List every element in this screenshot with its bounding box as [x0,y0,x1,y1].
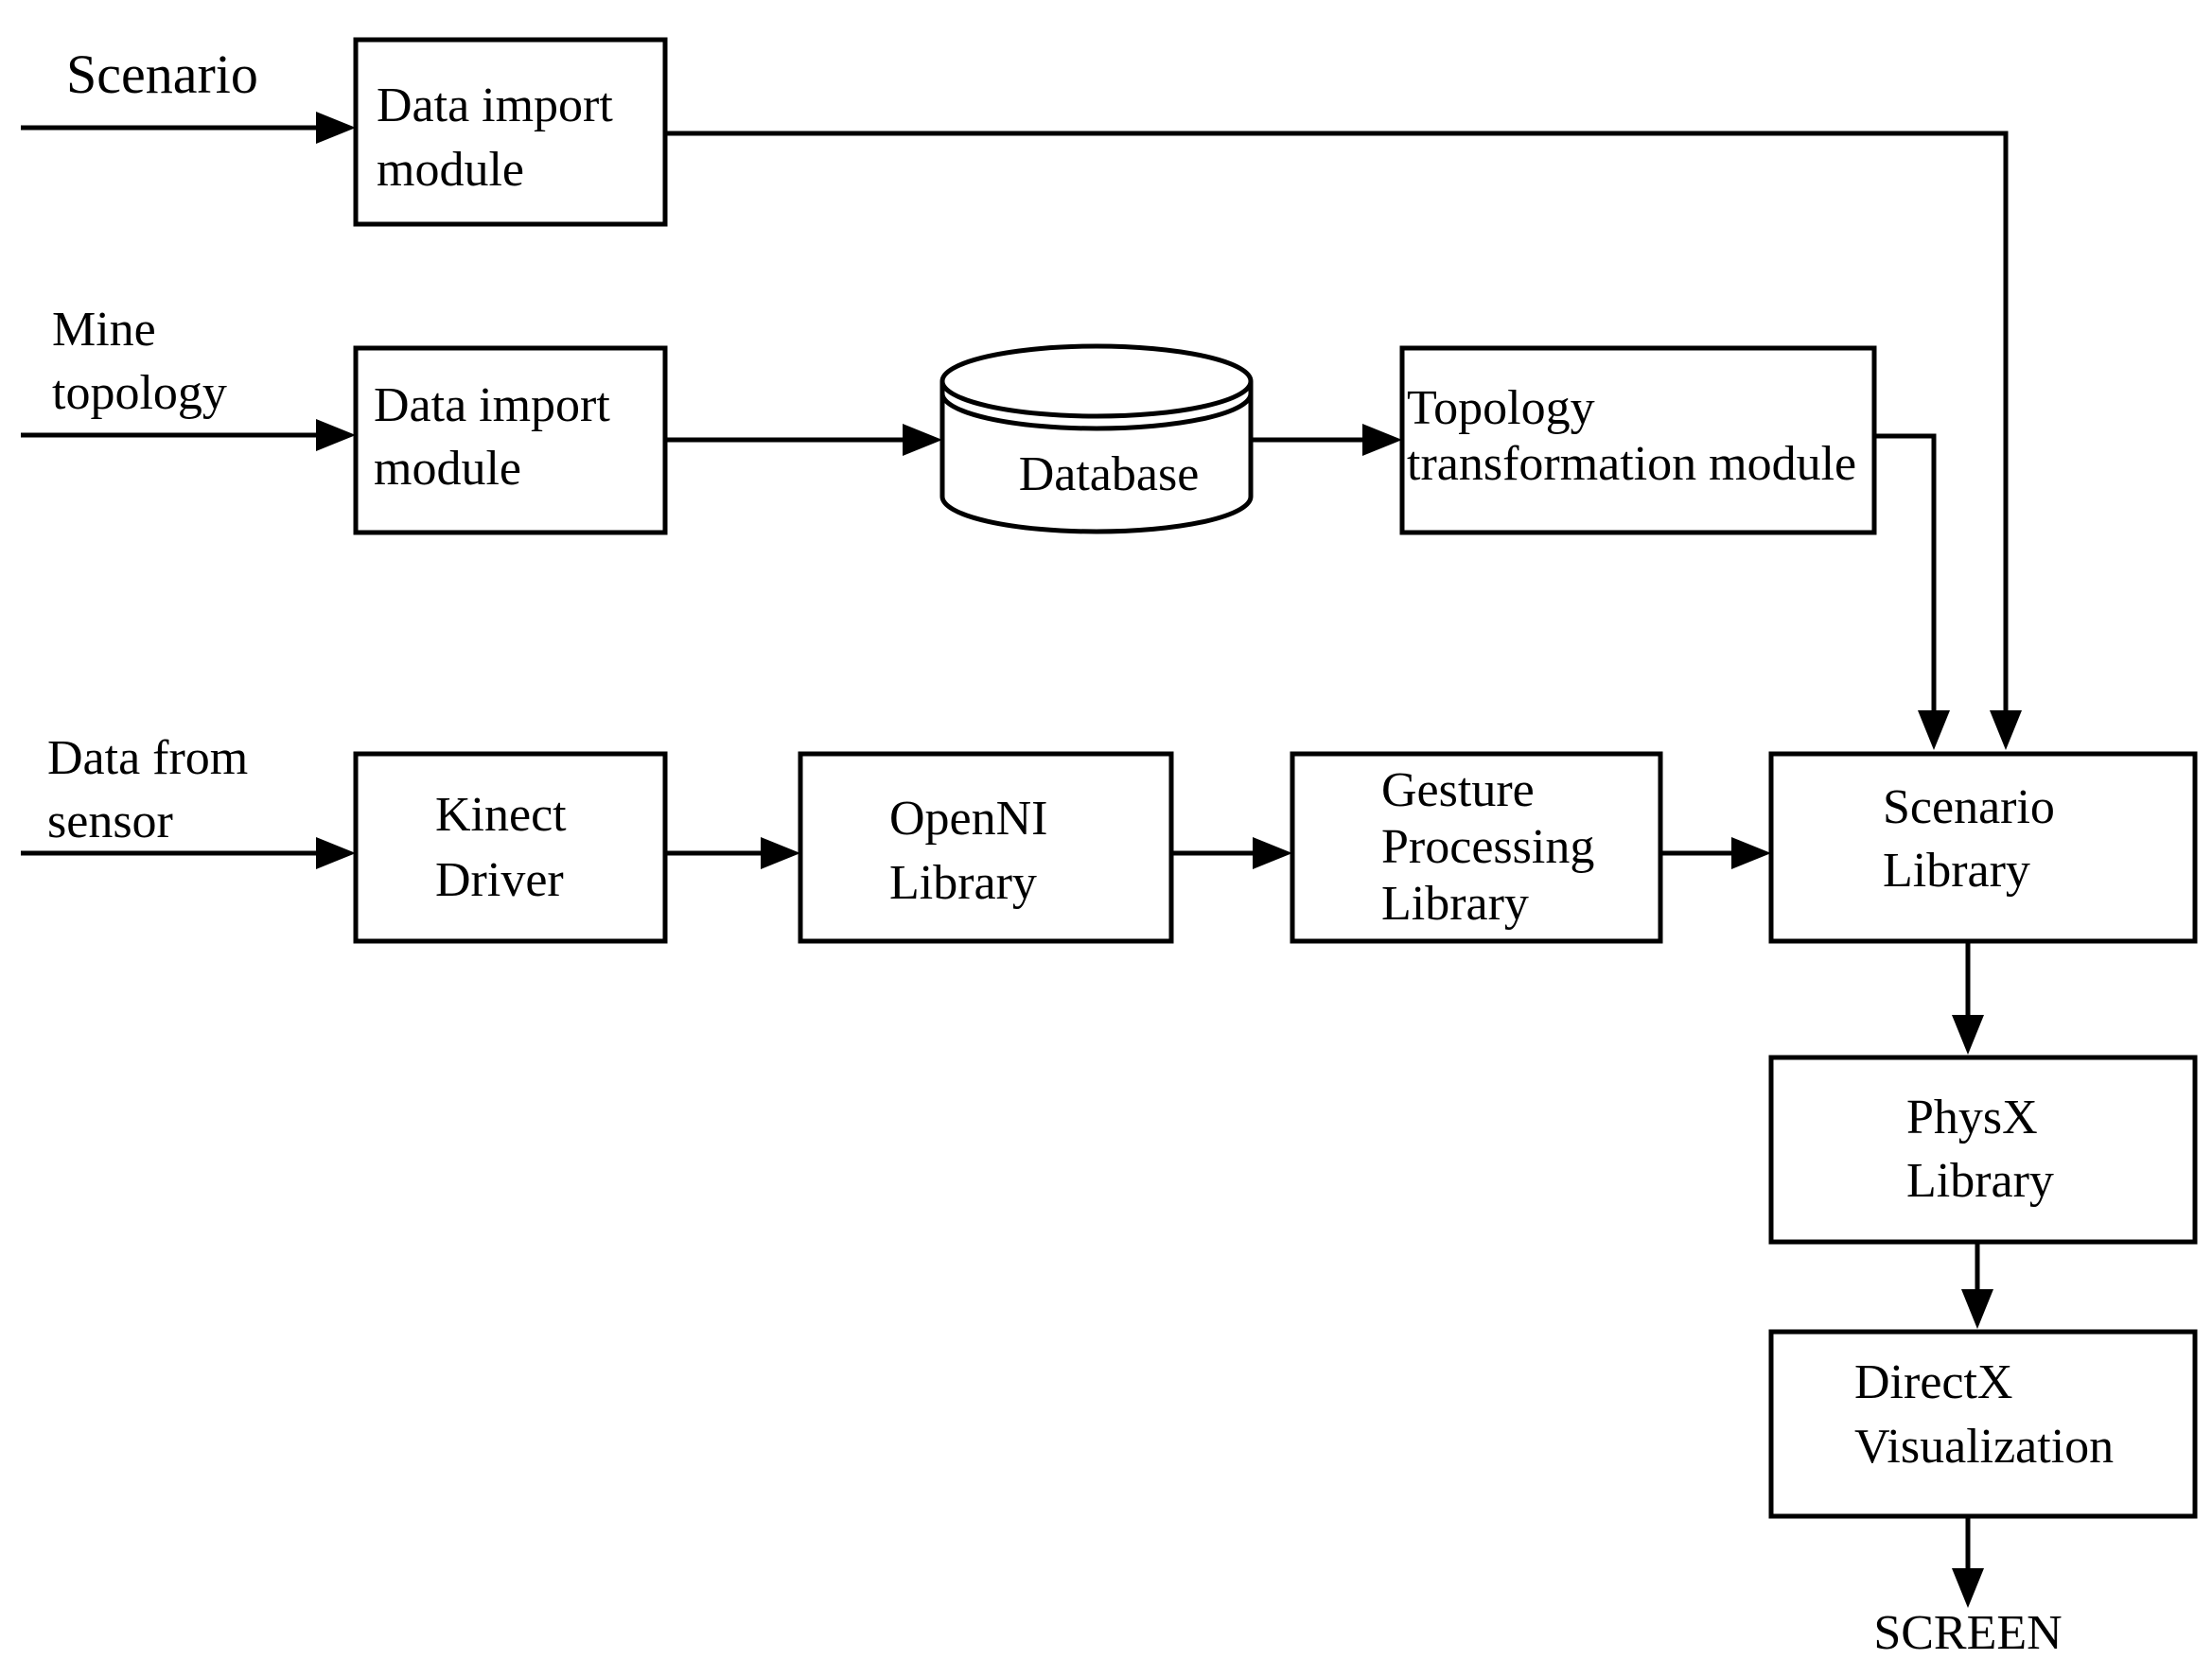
openni-library: OpenNI Library [798,751,1174,944]
node-label-line2: Visualization [1854,1420,2114,1474]
output-label-screen: SCREEN [1873,1606,2062,1660]
node-label-line1: DirectX [1854,1355,2012,1409]
node-label: Database [1019,447,1200,501]
input-label-scenario: Scenario [66,44,258,105]
arrowhead-icon [1362,424,1402,456]
arrowhead-icon [1952,1568,1984,1608]
node-label-line1: Scenario [1883,780,2055,834]
node-label-line2: module [374,442,521,496]
physx-library: PhysX Library [1768,1055,2198,1245]
input-label-sensor-line2: sensor [47,795,173,848]
node-label-line2: transformation module [1407,437,1856,491]
node-label-line2: Library [1906,1154,2054,1208]
node-label-line2: module [377,143,524,197]
node-label-line1: PhysX [1906,1091,2038,1144]
node-label-line2: Driver [435,853,564,907]
arrowhead-icon [1952,1015,1984,1055]
scenario-library: Scenario Library [1768,751,2198,944]
node-label-line3: Library [1381,877,1529,931]
node-label-line2: Processing [1381,820,1594,874]
data-import-module-2: Data import module [353,345,668,535]
arrow-import1-to-scenario-library [665,131,2009,717]
node-label-line2: Library [889,856,1037,910]
arrowhead-icon [316,419,356,451]
input-label-mine-topology-line1: Mine [52,303,156,357]
input-label-sensor-line1: Data from [47,731,248,785]
node-label-line1: Gesture [1381,763,1535,817]
arrowhead-icon [903,424,942,456]
topology-transformation-module: Topology transformation module [1399,345,1877,535]
data-import-module-1: Data import module [353,37,668,227]
kinect-driver: Kinect Driver [353,751,668,944]
input-label-mine-topology-line2: topology [52,366,227,420]
arrowhead-icon [1918,710,1950,750]
arrowhead-icon [1990,710,2022,750]
node-label-line1: Data import [377,79,613,132]
arrowhead-icon [761,837,800,869]
arrowhead-icon [316,837,356,869]
node-label-line1: Kinect [435,788,567,842]
arrowhead-icon [1961,1289,1993,1329]
connectors [21,112,2022,1608]
node-label-line1: OpenNI [889,792,1048,846]
arrowhead-icon [1253,837,1292,869]
arrow-topology-to-scenario-library [1874,433,1937,717]
arrowhead-icon [316,112,356,144]
database-cylinder: Database [939,343,1254,534]
node-label-line1: Topology [1407,381,1595,435]
gesture-processing-library: Gesture Processing Library [1290,751,1663,944]
input-labels: Scenario Mine topology Data from sensor [47,44,258,848]
arrowhead-icon [1731,837,1771,869]
node-label-line1: Data import [374,378,610,432]
directx-visualization: DirectX Visualization [1768,1329,2198,1519]
node-label-line2: Library [1883,844,2030,898]
